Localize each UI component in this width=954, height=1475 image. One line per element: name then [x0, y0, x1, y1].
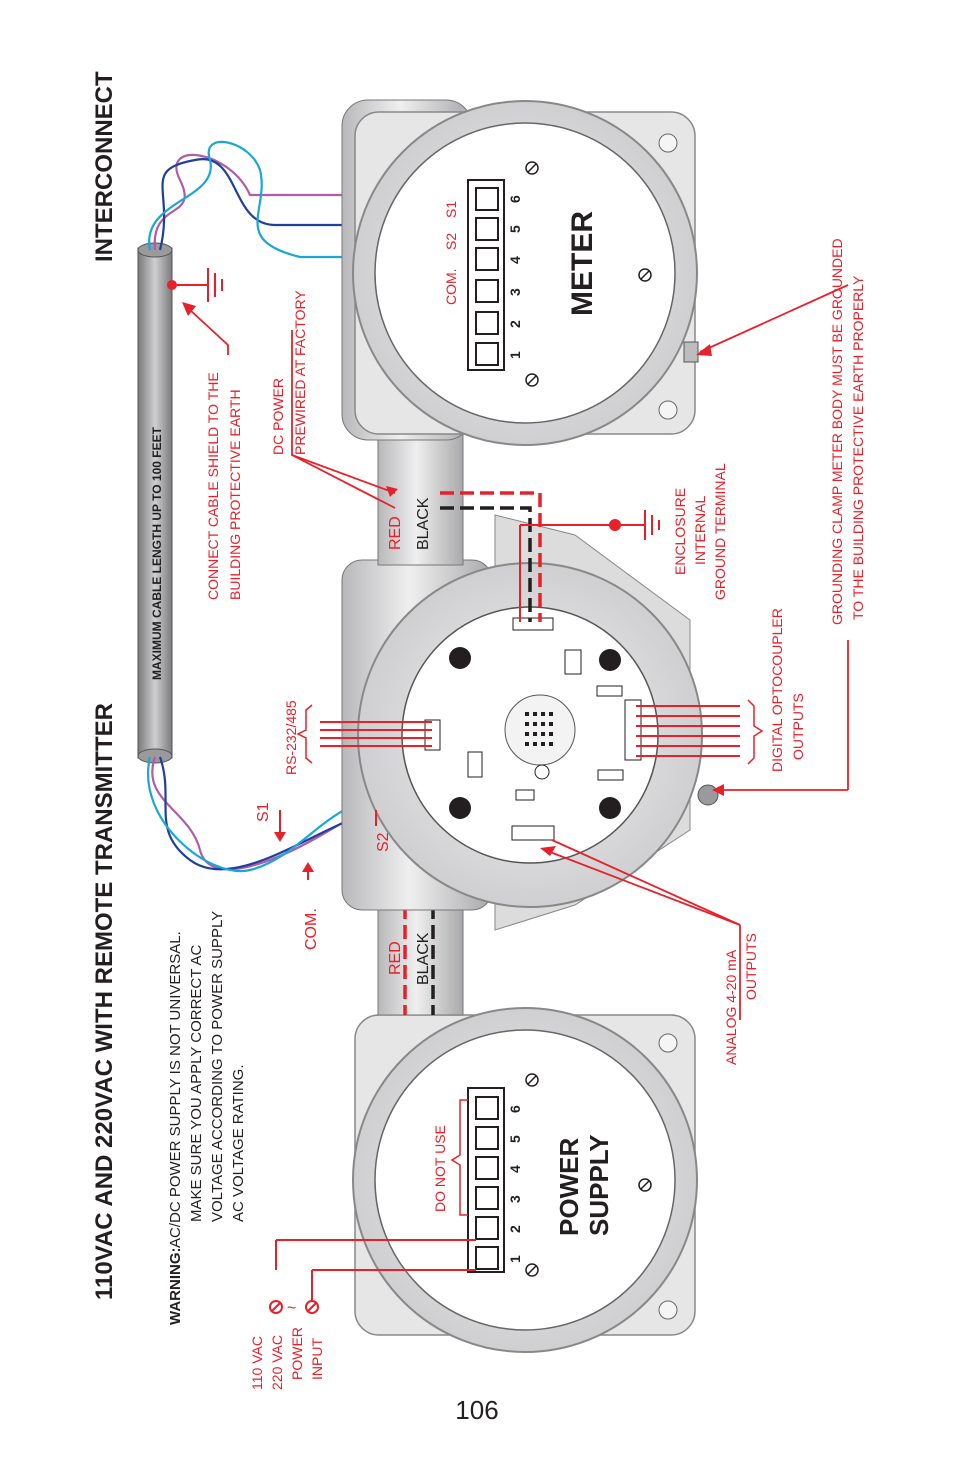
warning-line-4: AC VOLTAGE RATING. [230, 1064, 247, 1222]
enclosure-label-1: ENCLOSURE [672, 488, 688, 575]
shield-arrow-head [182, 302, 196, 316]
enclosure-ground-icon [621, 510, 660, 540]
dc-power-label-2: PREWIRED AT FACTORY [292, 290, 308, 455]
power-supply-screws [525, 1073, 652, 1277]
meter-s2-label: S2 [443, 233, 459, 250]
ps-terminal-3: 3 [507, 1195, 523, 1203]
s1-arrow-head [274, 832, 286, 842]
power-input-wires [275, 1239, 476, 1300]
power-input-terminals [269, 1300, 319, 1314]
enclosure-ground-dot [609, 519, 621, 531]
analog-label-2: OUTPUTS [743, 933, 759, 1000]
meter-terminal-5: 5 [507, 225, 523, 233]
title-right: INTERCONNECT [91, 71, 118, 262]
digital-output-wires [636, 705, 740, 757]
grounding-arrow-head-bottom [712, 784, 724, 796]
center-connector [525, 712, 553, 746]
power-supply-name-2: SUPPLY [584, 1134, 614, 1236]
power-supply-terminal-numbers: 1 2 3 4 5 6 [507, 1105, 523, 1263]
title-left: 110VAC AND 220VAC WITH REMOTE TRANSMITTE… [91, 703, 118, 1300]
digital-label-1: DIGITAL OPTOCOUPLER [769, 608, 785, 772]
wire-label-red-lower: RED [387, 941, 404, 975]
meter-terminal-1: 1 [507, 351, 523, 359]
meter-terminal-4: 4 [507, 256, 523, 264]
warning-label: WARNING: [167, 1248, 184, 1326]
meter-terminal-2: 2 [507, 320, 523, 328]
grounding-leader [699, 284, 849, 791]
meter-name: METER [566, 211, 599, 316]
ps-terminal-1: 1 [507, 1255, 523, 1263]
cable-length-label: MAXIMUM CABLE LENGTH UP TO 100 FEET [150, 426, 164, 680]
digital-label-2: OUTPUTS [790, 693, 806, 760]
shield-label-1: CONNECT CABLE SHIELD TO THE [205, 372, 221, 600]
rs232-bracket [296, 704, 313, 764]
mounting-holes [449, 647, 621, 819]
ps-terminal-6: 6 [507, 1105, 523, 1113]
grounding-label-2: TO THE BUILDING PROTECTIVE EARTH PROPERL… [850, 275, 866, 620]
meter-terminal-boxes [475, 187, 499, 366]
page-number: 106 [455, 1395, 499, 1425]
ps-terminal-5: 5 [507, 1135, 523, 1143]
shield-leader [189, 309, 229, 355]
wire-label-red-upper: RED [387, 516, 404, 550]
s2-label-lower: S2 [375, 832, 392, 852]
earth-ground-icon [177, 268, 223, 302]
enclosure-label-2: INTERNAL [692, 496, 708, 565]
power-input-line-3: POWER [289, 1327, 305, 1380]
meter-com-label: COM. [443, 268, 459, 305]
dc-power-arrow-head [386, 486, 398, 497]
dc-power-leader [291, 330, 396, 509]
warning-line-3: VOLTAGE ACCORDING TO POWER SUPPLY [209, 911, 226, 1222]
grounding-arrow-head-top [696, 344, 712, 356]
ground-wire [519, 524, 615, 622]
com-label-lower: COM. [303, 908, 320, 950]
meter-s1-label: S1 [443, 201, 459, 218]
s1-label-lower: S1 [255, 802, 272, 822]
analog-arrow-head [540, 846, 556, 856]
rs232-wires [320, 721, 432, 747]
wire-label-black-upper: BLACK [415, 497, 432, 550]
rs232-label: RS-232/485 [283, 700, 299, 775]
power-input-line-4: INPUT [309, 1338, 325, 1380]
shield-connection-dot [167, 280, 177, 290]
signal-wires-meter [148, 140, 480, 259]
shielded-cable: MAXIMUM CABLE LENGTH UP TO 100 FEET [137, 242, 177, 764]
grounding-label-1: GROUNDING CLAMP METER BODY MUST BE GROUN… [829, 238, 845, 625]
shield-label-2: BUILDING PROTECTIVE EARTH [227, 389, 243, 600]
dc-power-label-1: DC POWER [270, 378, 286, 455]
power-supply-housing [352, 1007, 698, 1353]
com-arrow-head [302, 862, 314, 872]
dc-power-wires [440, 491, 542, 622]
analog-arrows [549, 839, 741, 1020]
warning-line-2: MAKE SURE YOU APPLY CORRECT AC [188, 945, 205, 1222]
meter-screws [525, 161, 652, 387]
ps-transmitter-conduit [377, 904, 464, 1016]
ps-terminal-2: 2 [507, 1225, 523, 1233]
power-input-line-2: 220 VAC [269, 1335, 285, 1390]
meter-terminal-3: 3 [507, 288, 523, 296]
ps-terminal-4: 4 [507, 1165, 523, 1173]
wire-label-black-lower: BLACK [415, 932, 432, 985]
tilde-icon: ~ [287, 1300, 296, 1317]
power-supply-name-1: POWER [554, 1138, 584, 1236]
power-input-line-1: 110 VAC [249, 1336, 265, 1390]
analog-label-1: ANALOG 4-20 mA [723, 949, 739, 1065]
meter-terminal-numbers: 1 2 3 4 5 6 [507, 195, 523, 359]
digital-bracket [747, 699, 764, 765]
meter-terminal-6: 6 [507, 195, 523, 203]
transmitter-housing [341, 514, 719, 931]
enclosure-label-3: GROUND TERMINAL [712, 463, 728, 600]
power-supply-terminal-boxes [475, 1096, 499, 1270]
power-input-label: 110 VAC 220 VAC POWER INPUT [249, 1327, 325, 1390]
do-not-use-bracket [450, 1099, 468, 1216]
do-not-use-label: DO NOT USE [432, 1125, 448, 1212]
meter-housing [341, 99, 699, 446]
warning-block: WARNING: AC/DC POWER SUPPLY IS NOT UNIVE… [167, 911, 247, 1325]
warning-line-1: AC/DC POWER SUPPLY IS NOT UNIVERSAL. [167, 931, 184, 1248]
